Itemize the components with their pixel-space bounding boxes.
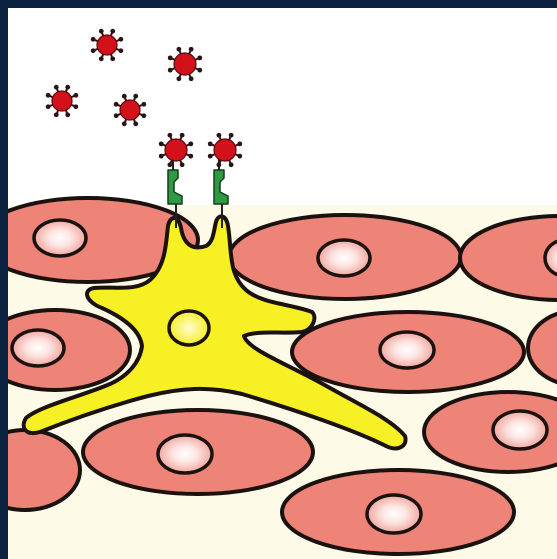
nucleus	[493, 411, 547, 449]
nucleus	[12, 330, 64, 366]
tissue-cell	[83, 410, 313, 494]
tissue-cell	[229, 215, 461, 299]
nucleus	[380, 332, 434, 368]
nucleus	[34, 220, 86, 256]
frame-left-border	[0, 0, 8, 559]
tissue-cell	[282, 470, 514, 554]
dendritic-cell-nucleus	[169, 311, 209, 345]
diagram-content	[0, 8, 557, 559]
nucleus	[367, 495, 421, 533]
nucleus	[158, 435, 212, 473]
extracellular-space	[8, 8, 557, 208]
tissue-cell	[424, 392, 557, 472]
tissue-cell	[292, 312, 524, 392]
tissue-cell	[0, 310, 130, 390]
frame-top-border	[0, 0, 557, 8]
nucleus	[318, 240, 370, 276]
